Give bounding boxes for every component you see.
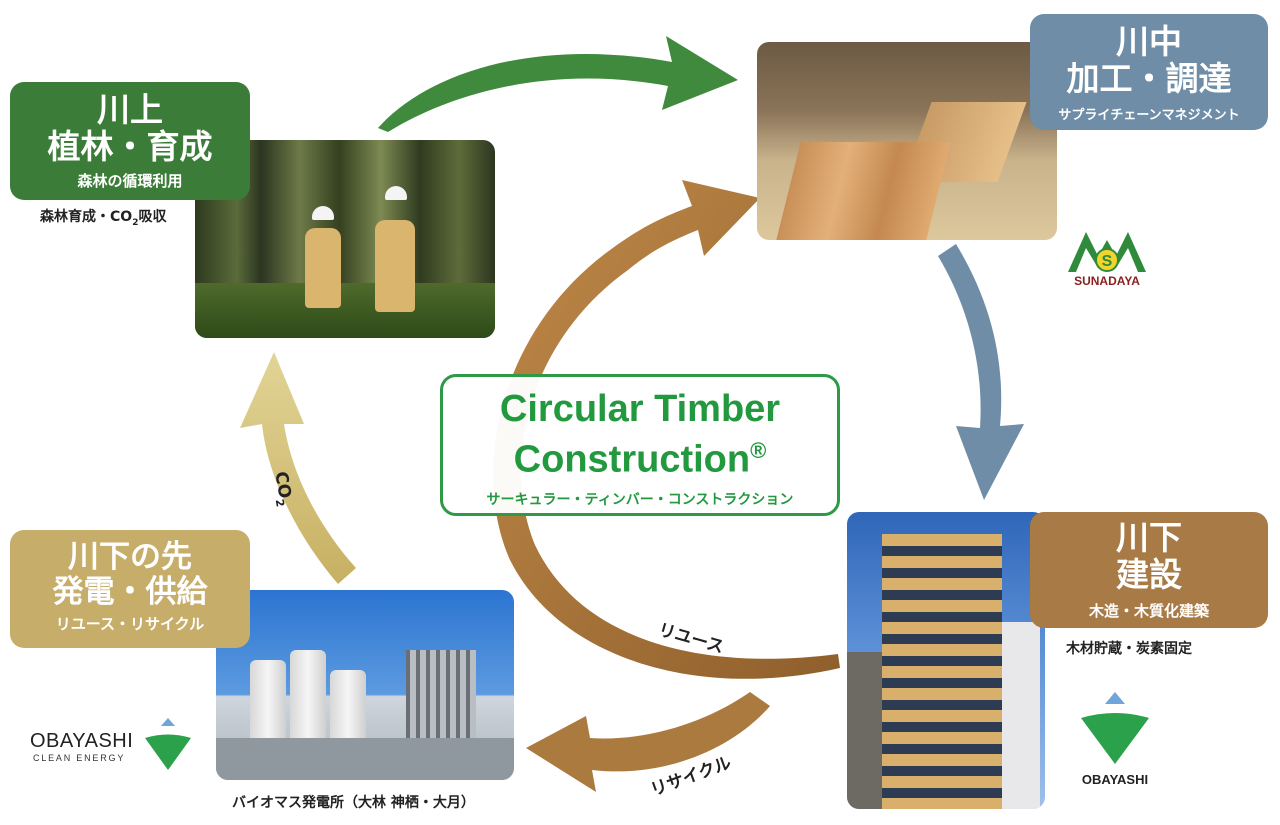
- obayashi-clean-energy-logo-icon: [145, 718, 191, 770]
- stage-midstream-title-1: 川中: [1116, 22, 1182, 61]
- stage-upstream-title-2: 植林・育成: [47, 126, 213, 166]
- stage-upstream-title-1: 川上: [97, 90, 163, 129]
- arrow-upstream-to-midstream: [378, 36, 738, 132]
- stage-upstream-label: 川上 植林・育成 森林の循環利用: [10, 82, 250, 200]
- stage-beyond-title-2: 発電・供給: [52, 573, 208, 610]
- stage-downstream-label: 川下 建設 木造・木質化建築: [1030, 512, 1268, 628]
- svg-text:S: S: [1102, 253, 1113, 270]
- wooden-building-photo: [847, 512, 1045, 809]
- stage-downstream-title-2: 建設: [1116, 554, 1182, 594]
- stage-downstream-subtitle: 木造・木質化建築: [1088, 601, 1209, 620]
- stage-midstream-title-2: 加工・調達: [1066, 58, 1232, 98]
- obayashi-logo-text: OBAYASHI: [1081, 772, 1149, 787]
- forest-photo: [195, 140, 495, 338]
- sunadaya-logo-icon: S: [1068, 232, 1146, 272]
- arrow-co2: [240, 352, 356, 584]
- center-title: Circular Timber Construction®: [499, 388, 781, 481]
- stage-beyond-title-1: 川下の先: [68, 539, 192, 575]
- stage-beyond-subtitle: リユース・リサイクル: [55, 615, 205, 634]
- center-title-box: Circular Timber Construction® サーキュラー・ティン…: [440, 374, 840, 516]
- obayashi-clean-energy-logo-line1: OBAYASHI: [30, 730, 134, 752]
- stage-beyond-label: 川下の先 発電・供給 リユース・リサイクル: [10, 530, 250, 648]
- stage-downstream-title-1: 川下: [1116, 518, 1182, 557]
- stage-midstream-label: 川中 加工・調達 サプライチェーンマネジメント: [1030, 14, 1268, 130]
- obayashi-logo-icon: [1081, 692, 1149, 764]
- upstream-caption: 森林育成・CO2吸収: [40, 209, 167, 228]
- sunadaya-logo-text: SUNADAYA: [1074, 274, 1140, 288]
- stage-midstream-subtitle: サプライチェーンマネジメント: [1058, 107, 1240, 123]
- arrow-reuse: [493, 180, 840, 679]
- stage-upstream-subtitle: 森林の循環利用: [77, 171, 183, 190]
- downstream-caption: 木材貯蔵・炭素固定: [1066, 641, 1192, 657]
- timber-factory-photo: [757, 42, 1057, 240]
- center-subtitle: サーキュラー・ティンバー・コンストラクション: [486, 491, 794, 508]
- biomass-plant-caption: バイオマス発電所（大林 神栖・大月）: [232, 795, 475, 811]
- biomass-plant-photo: [216, 590, 514, 780]
- arrow-recycle: [526, 692, 770, 792]
- arrow-midstream-to-downstream: [938, 244, 1024, 500]
- obayashi-clean-energy-logo-line2: CLEAN ENERGY: [33, 753, 126, 763]
